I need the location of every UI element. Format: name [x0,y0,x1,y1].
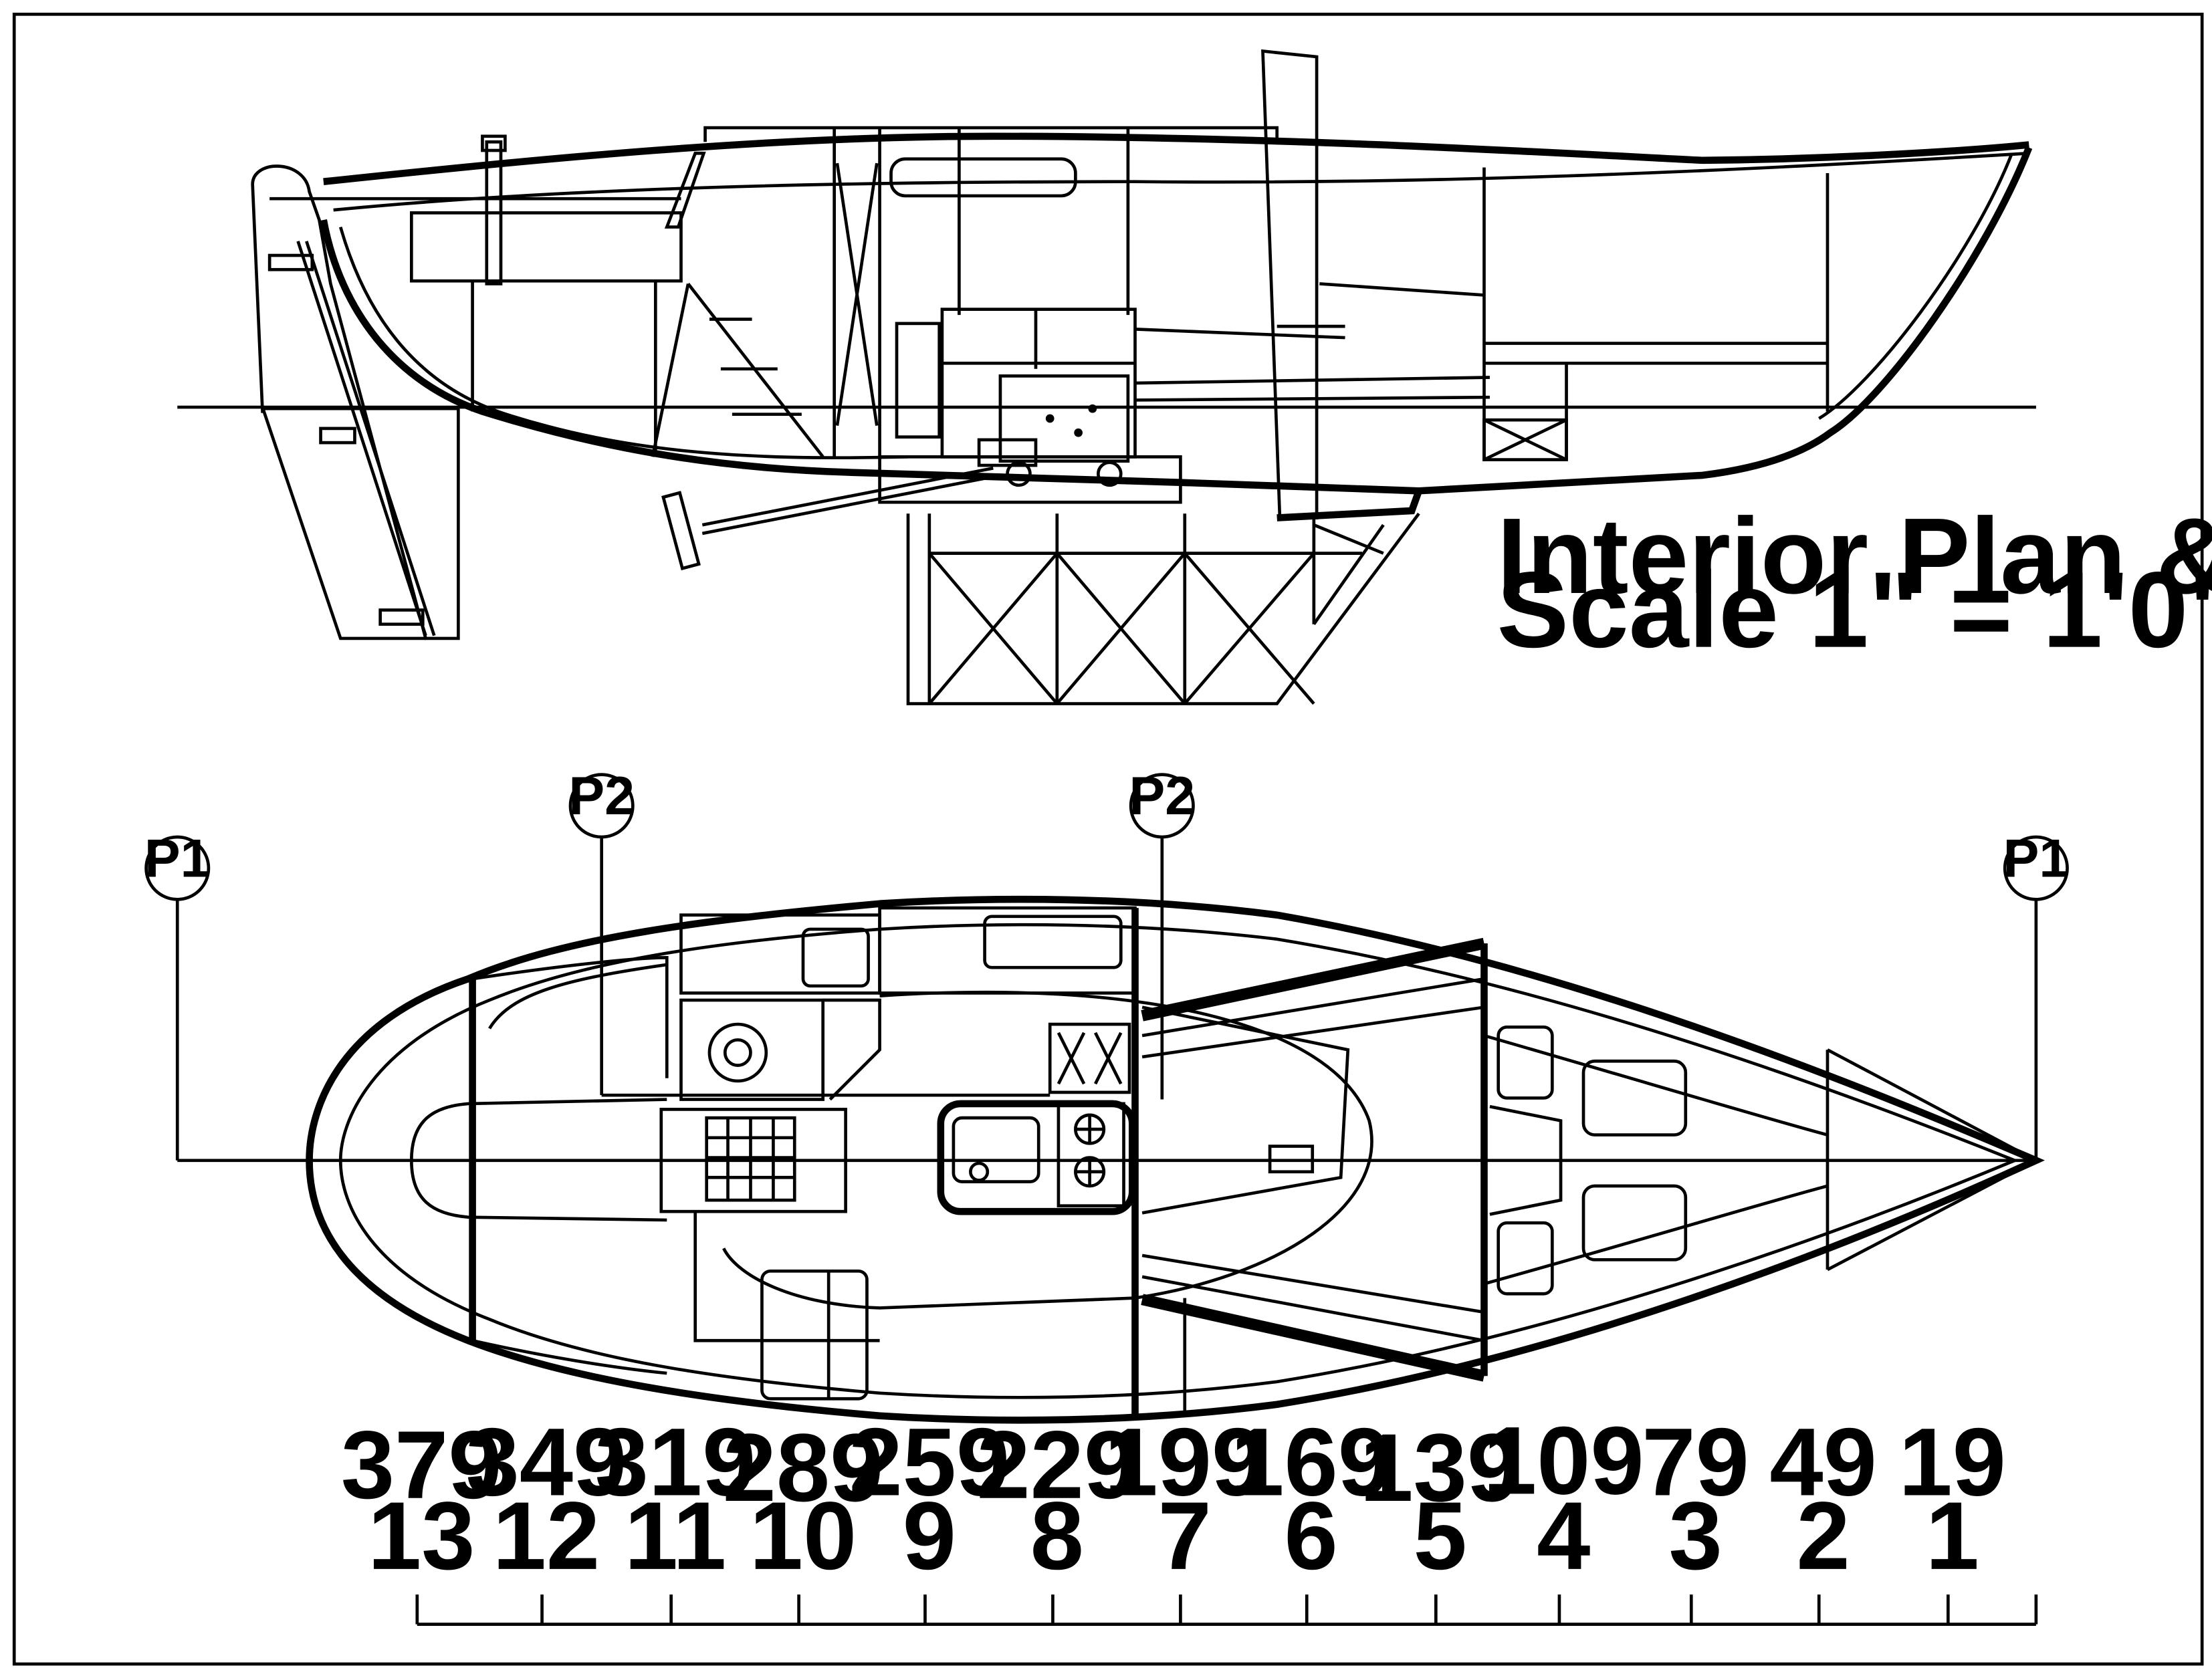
section-marker-p1-aft [144,835,211,901]
scale-top-value: 139 [1359,1413,1521,1522]
scale-top-value: 379 [341,1411,502,1519]
scale-station-number: 10 [750,1481,857,1590]
scale-station-number: 8 [1030,1481,1084,1590]
section-marker-p2-aft [568,773,635,839]
hull-outline [306,895,2045,1424]
companionway-ladder [651,283,824,458]
section-marker-p1-fwd [2003,835,2069,901]
galley [679,906,1137,1101]
cabin-port-light [889,157,1077,198]
plan-view [177,895,2045,1424]
section-marker-p2-aft-label: P2 [568,766,635,826]
engine [977,374,1130,487]
scale-station-number: 11 [625,1481,727,1590]
scale-top-value: 169 [1230,1408,1392,1516]
prop-shaft [661,467,994,571]
sink-and-stove [937,1100,1136,1215]
drawing-title: Interior Plan & Profile - Left [1497,496,2212,616]
scale-station-number: 1 [1926,1481,1979,1590]
galley-cabinet [940,308,1137,459]
transom [251,164,460,640]
drawing-scale: Scale 1" = 1'0" [1497,550,2212,671]
scale-station-number: 13 [368,1481,475,1590]
scale-station-number: 5 [1414,1481,1467,1590]
bow-stem [1418,146,2033,495]
cabin-trunk [703,126,1279,142]
scale-station-number: 4 [1537,1481,1590,1590]
scale-top-value: 259 [849,1408,1010,1516]
hull-bottom [320,219,1424,521]
scale-top-value: 319 [595,1408,756,1516]
section-marker-p1-fwd-label: P1 [2003,828,2070,888]
section-markers: P1 P2 P2 P1 [144,766,2069,1161]
scale-station-number: 3 [1669,1481,1723,1590]
scale-top-value: 109 [1483,1406,1644,1514]
scale-top-value: 19 [1898,1408,2005,1516]
scale-top-value: 229 [976,1411,1137,1519]
scale-station-number: 9 [903,1481,956,1590]
section-marker-p2-fwd [1129,773,1195,839]
scale-top-value: 349 [466,1408,627,1516]
section-marker-p2-fwd-label: P2 [1129,766,1196,826]
scale-top-value: 79 [1642,1408,1749,1516]
profile-view [177,49,2036,705]
mast [1261,49,1319,519]
scale-station-number: 7 [1158,1481,1212,1590]
drawing-border [12,12,2204,1666]
scale-station-number: 6 [1284,1481,1337,1590]
plan-companionway [659,1108,847,1213]
section-marker-p1-aft-label: P1 [144,828,211,888]
scale-top-value: 199 [1104,1408,1265,1516]
keel [906,512,1420,705]
engine-box [679,998,825,1101]
rudder-fittings [267,241,436,636]
scale-top-value: 49 [1769,1408,1876,1516]
sheer-line [323,132,2029,185]
scale-top-value: 289 [723,1413,884,1522]
scale-station-number: 2 [1796,1481,1850,1590]
stern-post-fitting [485,140,503,285]
scale-station-number: 12 [493,1481,600,1590]
